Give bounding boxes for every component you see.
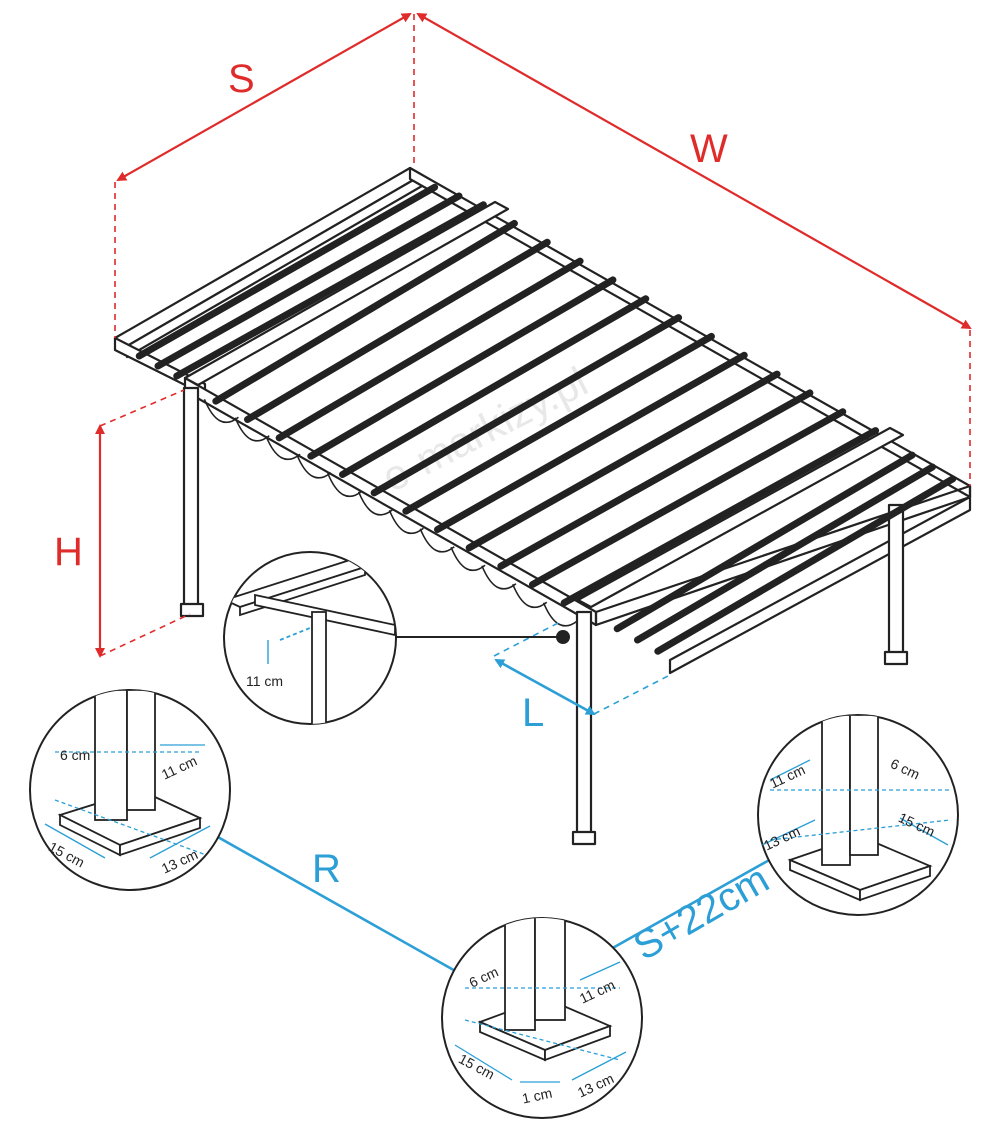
- roof-slat: [529, 408, 847, 588]
- overhang-arrow: [494, 658, 596, 716]
- depth-arrow: [116, 13, 412, 181]
- overhang-label: L: [522, 691, 544, 735]
- detail-left-base: 6 cm 11 cm 15 cm 13 cm: [29, 689, 231, 891]
- post-back-right-base: [883, 650, 909, 666]
- width-arrow: [416, 13, 972, 329]
- fabric-scallops: [203, 398, 579, 627]
- right-cross-beam: [576, 426, 905, 609]
- roof-slat: [497, 389, 814, 570]
- detail-top-drop-label: 11 cm: [246, 673, 283, 689]
- roof-slat: [434, 351, 748, 533]
- height-ext-bottom: [99, 613, 191, 657]
- post-left-front-base: [179, 602, 205, 618]
- detail-right-base: 11 cm 6 cm 13 cm 15 cm: [757, 714, 959, 916]
- depth-label: S: [228, 57, 255, 101]
- diagonal-label: R: [312, 847, 341, 891]
- fabric-scallop: [542, 602, 579, 627]
- roof-slat: [560, 427, 880, 607]
- detail-top-circle: 11 cm: [223, 551, 397, 725]
- roof-slat: [370, 314, 683, 497]
- roof-slat: [402, 332, 715, 515]
- red-dimensions: [95, 13, 972, 658]
- roof-slat: [465, 370, 781, 552]
- detail-bottom-d: 1 cm: [521, 1085, 554, 1107]
- overhang-slat-left: [135, 183, 439, 360]
- overhang-ext-b: [593, 675, 669, 715]
- height-label: H: [54, 530, 83, 574]
- height-ext-top: [99, 389, 185, 427]
- width-label: W: [690, 127, 728, 171]
- post-front-right: [575, 610, 593, 839]
- overhang-slat-right: [654, 475, 957, 655]
- overhang-slat-right: [613, 451, 916, 633]
- overhang-ext-a: [493, 621, 561, 657]
- overhang-slat-left: [154, 192, 463, 370]
- post-spacing-label: S+22cm: [626, 857, 776, 969]
- detail-leader-dot: [556, 630, 570, 644]
- detail-left-a: 6 cm: [60, 747, 90, 763]
- back-left-rail: [113, 166, 424, 348]
- post-left-front: [182, 386, 200, 610]
- detail-bottom-base: 6 cm 11 cm 15 cm 1 cm 13 cm: [441, 917, 643, 1119]
- overhang-slat-right: [634, 463, 936, 644]
- post-back-right: [887, 503, 905, 657]
- post-front-right-base: [571, 830, 597, 846]
